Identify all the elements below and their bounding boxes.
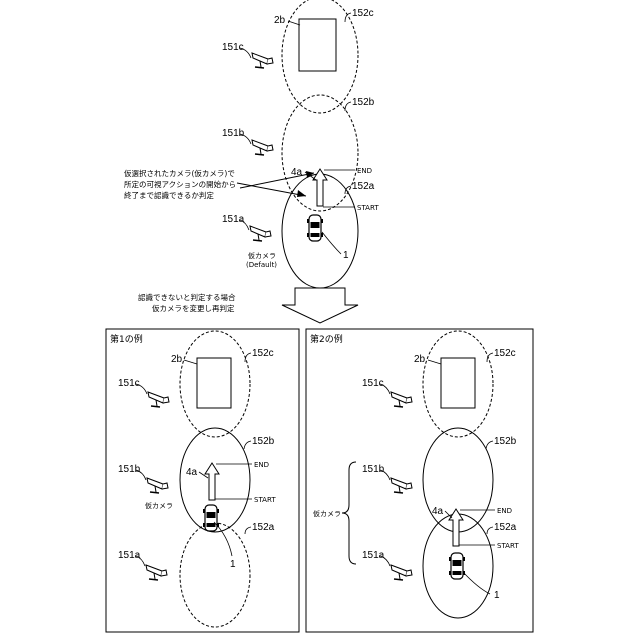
p2-camera-151c-label: 151c (362, 378, 384, 389)
camera-151b-label: 151b (222, 128, 245, 139)
p2-area-152c-label: 152c (494, 348, 516, 359)
p1-car-ref: 1 (230, 559, 236, 570)
screen-2b (299, 19, 336, 71)
p2-arrow-ref: 4a (432, 506, 444, 517)
p2-camera-151c-icon (391, 392, 412, 407)
p1-camera-151a-label: 151a (118, 550, 141, 561)
p1-screen-ref: 2b (171, 354, 183, 365)
p2-end-label: END (497, 507, 512, 515)
p2-brace (342, 462, 356, 564)
p1-car-icon (203, 505, 219, 531)
panel-2-frame (306, 329, 533, 632)
p2-start-label: START (497, 542, 519, 550)
p2-camera-151b-label: 151b (362, 464, 385, 475)
area-152b-label: 152b (352, 97, 375, 108)
transition-line-1: 認識できないと判定する場合 (138, 292, 236, 302)
callout-line-3: 終了まで認識できるか判定 (124, 190, 214, 200)
p1-area-152a-ellipse (180, 523, 250, 627)
p2-camera-151a-icon (391, 565, 412, 580)
p1-camera-151b-label: 151b (118, 464, 141, 475)
p2-car-icon (449, 553, 465, 579)
camera-151a-label: 151a (222, 214, 245, 225)
temp-camera-label-1: 仮カメラ (248, 251, 276, 260)
p1-screen-2b (197, 358, 231, 408)
p2-car-ref: 1 (494, 590, 500, 601)
car-ref-label: 1 (343, 250, 349, 261)
p2-screen-2b (441, 358, 475, 408)
callout-line-2: 所定の可視アクションの開始から (124, 179, 236, 189)
p1-temp-camera-label: 仮カメラ (145, 501, 173, 510)
screen-ref-label: 2b (274, 15, 286, 26)
area-152c-label: 152c (352, 8, 374, 19)
p2-camera-151a-label: 151a (362, 550, 385, 561)
p1-area-152c-label: 152c (252, 348, 274, 359)
p1-camera-151b-icon (147, 478, 168, 493)
p2-camera-151b-icon (391, 478, 412, 493)
start-label: START (357, 204, 379, 212)
callout-line-1: 仮選択されたカメラ(仮カメラ)で (124, 168, 235, 178)
p2-area-152b-label: 152b (494, 436, 517, 447)
p1-start-label: START (254, 496, 276, 504)
panel-1: 第1の例 2b 152c 152b 152a 151c 151b 仮カメラ 15… (106, 329, 299, 632)
area-152a-label: 152a (352, 181, 375, 192)
p1-area-152b-label: 152b (252, 436, 275, 447)
camera-151a-icon (250, 226, 271, 241)
p1-arrow-ref: 4a (186, 467, 198, 478)
p2-screen-ref: 2b (414, 354, 426, 365)
p1-camera-151c-icon (148, 392, 169, 407)
p2-temp-camera-label: 仮カメラ (313, 509, 341, 518)
p1-area-152a-label: 152a (252, 522, 275, 533)
p2-area-152a-label: 152a (494, 522, 517, 533)
p1-action-arrow-4a (205, 463, 219, 500)
end-label: END (357, 167, 372, 175)
p1-camera-151a-icon (146, 565, 167, 580)
panel-2: 第2の例 2b 152c 152b 152a 151c 151b 151a 仮カ… (306, 329, 533, 632)
camera-151c-label: 151c (222, 42, 244, 53)
down-arrow (282, 288, 358, 323)
car-icon (307, 215, 323, 241)
p1-end-label: END (254, 461, 269, 469)
panel-2-title: 第2の例 (310, 333, 343, 345)
p1-camera-151c-label: 151c (118, 378, 140, 389)
transition: 認識できないと判定する場合 仮カメラを変更し再判定 (138, 288, 358, 323)
camera-151b-icon (252, 140, 273, 155)
panel-1-title: 第1の例 (110, 333, 143, 345)
temp-camera-label-2: (Default) (246, 261, 277, 269)
transition-line-2: 仮カメラを変更し再判定 (152, 303, 235, 313)
top-section: 2b 152c 152b 152a 151c 151b 151a 仮カメラ (D… (124, 0, 379, 288)
camera-151c-icon (252, 53, 273, 68)
